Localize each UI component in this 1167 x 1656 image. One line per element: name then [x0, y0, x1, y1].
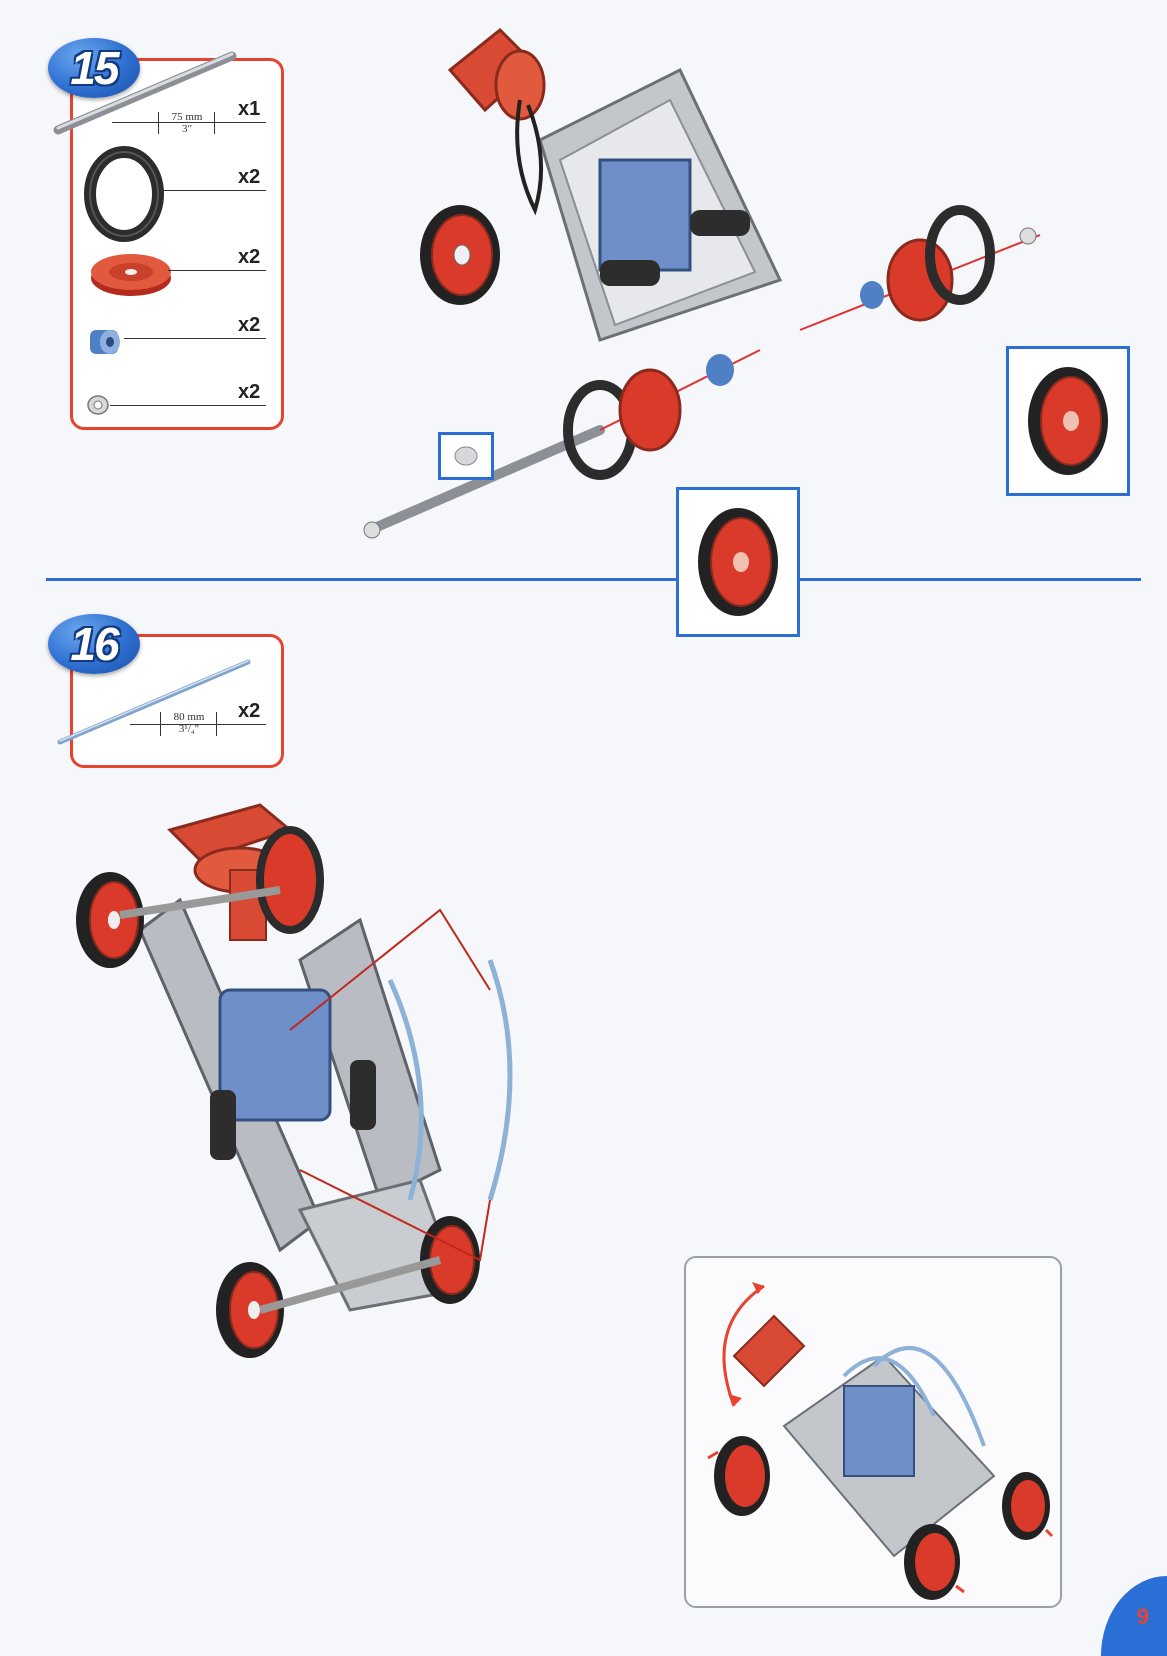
- step15-badge: 15: [48, 38, 140, 98]
- dim-line-75mm: [112, 122, 216, 123]
- part-leader: [214, 122, 266, 123]
- spacer-collar-icon: [90, 330, 120, 354]
- part-qty: x2: [238, 166, 261, 188]
- part-leader: [124, 338, 266, 339]
- step16-assembly-illustration: [76, 803, 513, 1358]
- pulley-wheel-icon: [91, 254, 171, 296]
- part-qty: x2: [238, 246, 261, 268]
- flexible-rod-icon: [57, 659, 251, 745]
- dim-tick-right: [214, 112, 215, 134]
- step15-assembly-illustration: [363, 27, 1041, 539]
- part-qty: x1: [238, 98, 261, 120]
- step16-badge: 16: [48, 614, 140, 674]
- dim-label-main: 75 mm: [171, 111, 203, 123]
- wheel-detail-center: [698, 508, 778, 616]
- dim-tick-left: [158, 112, 159, 134]
- dim-tick-left: [160, 712, 161, 736]
- final-preview-box: [684, 1256, 1062, 1608]
- axle-cap-icon: [87, 395, 109, 415]
- axle-cap-detail: [454, 446, 478, 466]
- step15-parts-box: [70, 58, 284, 430]
- final-model-preview: [707, 1282, 1054, 1600]
- part-leader: [216, 724, 266, 725]
- wheel-callout-right: [1006, 346, 1130, 496]
- step-divider-left: [46, 578, 676, 581]
- dim-label-main: 80 mm: [173, 711, 205, 723]
- axle-cap-callout: [438, 432, 494, 480]
- axle-rod-icon: [53, 51, 237, 135]
- dim-label-sub: 3¹/₄": [178, 723, 200, 735]
- part-qty: x2: [238, 314, 261, 336]
- rubber-tyre-icon: [84, 146, 164, 242]
- wheel-callout-center: [676, 487, 800, 637]
- part-leader: [110, 405, 266, 406]
- dim-label-sub: 3": [182, 123, 192, 135]
- page-number-tab: 9: [1101, 1576, 1167, 1656]
- part-leader: [160, 190, 266, 191]
- part-qty: x2: [238, 700, 261, 722]
- step-divider-right: [797, 578, 1141, 581]
- page-number: 9: [1136, 1604, 1149, 1629]
- dim-line-80mm: [130, 724, 220, 725]
- wheel-detail-right: [1028, 367, 1108, 475]
- part-qty: x2: [238, 381, 261, 403]
- part-leader: [168, 270, 266, 271]
